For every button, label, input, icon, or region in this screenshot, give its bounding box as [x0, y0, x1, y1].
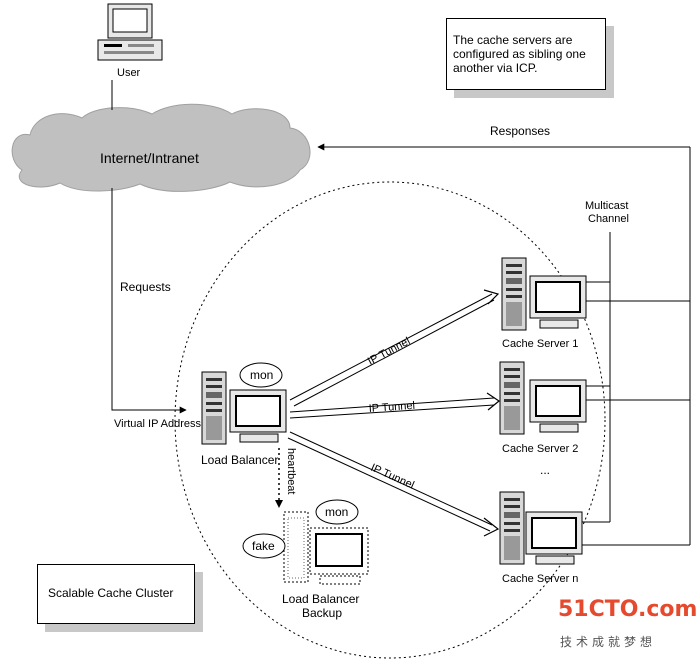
- multicast-label-line2: Channel: [588, 213, 629, 225]
- icp-note-box: The cache servers are configured as sibl…: [446, 18, 606, 90]
- fake-label: fake: [252, 539, 275, 553]
- user-label: User: [117, 67, 141, 79]
- internet-label: Internet/Intranet: [100, 150, 199, 166]
- tunnel-label-2: IP Tunnel: [368, 400, 415, 415]
- cluster-title: Scalable Cache Cluster: [48, 586, 174, 600]
- ip-tunnel-3: [287, 431, 500, 537]
- load-balancer-backup-icon: [283, 511, 369, 585]
- tunnel-label-1: IP Tunnel: [366, 335, 412, 367]
- icp-note-text: The cache servers are configured as sibl…: [453, 33, 586, 75]
- mon-primary-bubble: [239, 362, 283, 388]
- mon-backup-label: mon: [325, 505, 349, 519]
- user-computer-icon: [97, 3, 163, 61]
- tunnel-label-3: IP Tunnel: [369, 462, 416, 492]
- load-balancer-label: Load Balancer: [201, 453, 279, 467]
- ip-tunnel-1: [289, 289, 500, 407]
- cluster-title-box: Scalable Cache Cluster: [37, 564, 195, 624]
- multicast-label-line1: Multicast: [585, 200, 629, 212]
- backup-label-line1: Load Balancer: [282, 592, 360, 606]
- cluster-boundary: [174, 181, 606, 659]
- watermark-logo: 51CTO.com: [558, 597, 697, 622]
- mon-primary-label: mon: [250, 368, 274, 382]
- cache-server-2-label: Cache Server 2: [502, 443, 579, 455]
- ip-tunnel-2: [289, 392, 501, 419]
- requests-label: Requests: [120, 280, 171, 294]
- cache-server-1-icon: [501, 257, 587, 331]
- watermark-tagline: 技术成就梦想: [560, 635, 657, 649]
- ellipsis-label: ...: [540, 463, 551, 477]
- heartbeat-label: heartbeat: [285, 448, 297, 494]
- virtual-ip-label: Virtual IP Address: [114, 418, 202, 430]
- cache-server-n-label: Cache Server n: [502, 573, 579, 585]
- cache-server-n-icon: [499, 491, 583, 565]
- mon-backup-bubble: [315, 499, 359, 525]
- backup-label-line2: Backup: [302, 606, 343, 620]
- cache-server-1-label: Cache Server 1: [502, 338, 579, 350]
- cache-server-2-icon: [499, 361, 587, 435]
- load-balancer-icon: [201, 371, 287, 445]
- internet-cloud: [11, 103, 311, 192]
- fake-bubble: [242, 533, 286, 559]
- responses-label: Responses: [490, 124, 551, 138]
